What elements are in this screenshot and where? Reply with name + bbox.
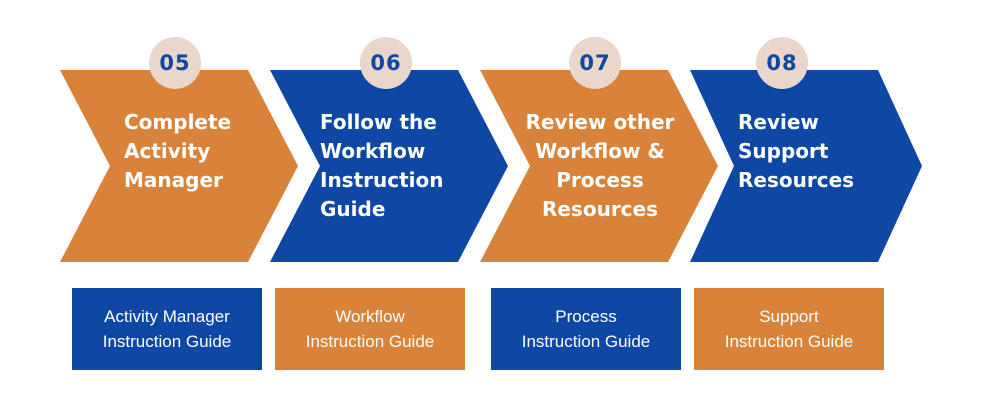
guide-box-activity-manager[interactable]: Activity Manager Instruction Guide bbox=[72, 288, 262, 370]
step-label-line: Workflow & bbox=[535, 139, 665, 163]
step-label-line: Support bbox=[738, 139, 829, 163]
guide-box-line: Instruction Guide bbox=[724, 332, 854, 351]
step-label-06: Follow the Workflow Instruction Guide bbox=[320, 108, 444, 224]
guide-box-line: Instruction Guide bbox=[102, 332, 232, 351]
step-number-08: 08 bbox=[756, 37, 808, 89]
step-label-05: Complete Activity Manager bbox=[124, 108, 231, 195]
chevron-step-05 bbox=[60, 70, 298, 262]
step-label-07: Review other Workflow & Process Resource… bbox=[516, 108, 684, 224]
guide-box-line: Process bbox=[555, 307, 617, 326]
guide-box-line: Instruction Guide bbox=[521, 332, 651, 351]
chevron-step-07 bbox=[480, 70, 718, 262]
guide-box-line: Activity Manager bbox=[104, 307, 230, 326]
step-label-line: Activity bbox=[124, 139, 211, 163]
step-number-06: 06 bbox=[360, 37, 412, 89]
step-label-line: Resources bbox=[541, 197, 659, 221]
step-number-05: 05 bbox=[149, 37, 201, 89]
guide-box-line: Support bbox=[759, 307, 819, 326]
guide-box-workflow[interactable]: Workflow Instruction Guide bbox=[275, 288, 465, 370]
step-label-line: Instruction bbox=[320, 168, 444, 192]
chevron-step-06 bbox=[270, 70, 508, 262]
guide-box-support[interactable]: Support Instruction Guide bbox=[694, 288, 884, 370]
step-label-line: Complete bbox=[124, 110, 232, 134]
step-label-line: Resources bbox=[738, 168, 855, 192]
step-label-line: Review other bbox=[525, 110, 675, 134]
step-label-line: Workflow bbox=[320, 139, 426, 163]
guide-box-line: Instruction Guide bbox=[305, 332, 435, 351]
step-number-07: 07 bbox=[569, 37, 621, 89]
step-label-line: Follow the bbox=[320, 110, 437, 134]
guide-box-process[interactable]: Process Instruction Guide bbox=[491, 288, 681, 370]
guide-box-line: Workflow bbox=[335, 307, 405, 326]
step-label-line: Process bbox=[556, 168, 644, 192]
step-label-line: Manager bbox=[124, 168, 223, 192]
chevron-step-08 bbox=[690, 70, 922, 262]
step-label-08: Review Support Resources bbox=[738, 108, 854, 195]
step-label-line: Guide bbox=[320, 197, 386, 221]
step-label-line: Review bbox=[738, 110, 819, 134]
